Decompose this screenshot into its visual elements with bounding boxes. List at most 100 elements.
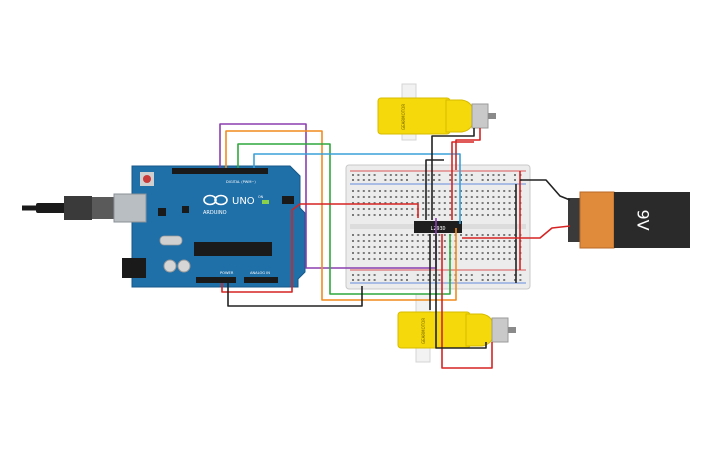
wire-top-motor-black[interactable]	[431, 128, 475, 220]
battery-9v[interactable]: 9V	[568, 191, 690, 249]
wire-black-gnd[interactable]	[227, 283, 363, 307]
breadboard-hole	[438, 179, 441, 181]
breadboard-hole	[487, 190, 489, 192]
breadboard-hole	[460, 274, 462, 276]
breadboard-hole	[373, 214, 376, 216]
breadboard-hole	[362, 274, 365, 276]
wire-red-5v[interactable]	[221, 203, 419, 293]
breadboard-hole	[416, 279, 419, 281]
breadboard-hole	[465, 196, 468, 198]
breadboard-hole	[492, 202, 495, 204]
breadboard-hole	[368, 274, 371, 276]
breadboard-hole	[395, 240, 398, 242]
breadboard-hole	[389, 208, 392, 210]
gearmotor-bottom[interactable]: GEARMOTOR	[397, 293, 516, 363]
motor-gearbox	[397, 311, 471, 349]
breadboard-holes	[352, 174, 522, 281]
motor-can	[471, 103, 489, 129]
breadboard-hole	[465, 190, 468, 192]
breadboard-hole	[465, 174, 468, 176]
breadboard-hole	[503, 174, 506, 176]
breadboard-hole	[470, 179, 473, 181]
breadboard-hole	[433, 208, 435, 210]
wire-top-motor-red2[interactable]	[451, 141, 474, 220]
breadboard-hole	[352, 246, 354, 248]
breadboard-hole	[379, 196, 381, 198]
breadboard-hole	[406, 258, 408, 260]
breadboard-hole	[487, 234, 489, 236]
breadboard-hole	[497, 258, 500, 260]
breadboard-hole	[389, 274, 392, 276]
breadboard-hole	[368, 258, 371, 260]
breadboard-hole	[416, 174, 419, 176]
breadboard-hole	[514, 252, 516, 254]
wire-green[interactable]	[237, 143, 451, 295]
wire-bottom-motor-red[interactable]	[441, 234, 493, 369]
breadboard-hole	[433, 279, 435, 281]
breadboard-hole	[373, 279, 376, 281]
capacitor	[177, 259, 191, 273]
breadboard-hole	[352, 196, 354, 198]
wire-battery-negative[interactable]	[520, 179, 571, 201]
breadboard-hole	[460, 196, 462, 198]
breadboard-hole	[460, 258, 462, 260]
breadboard-hole	[460, 190, 462, 192]
breadboard-hole	[389, 234, 392, 236]
breadboard-hole	[465, 246, 468, 248]
breadboard-hole	[454, 174, 457, 176]
breadboard-hole	[476, 252, 479, 254]
on-led-label: ON	[258, 195, 264, 199]
breadboard-hole	[487, 274, 489, 276]
breadboard-hole	[357, 190, 360, 192]
wire-top-motor-black2[interactable]	[425, 159, 444, 220]
breadboard-hole	[438, 174, 441, 176]
ic-body	[414, 221, 462, 233]
breadboard-hole	[373, 190, 376, 192]
wire-top-motor-red[interactable]	[455, 128, 481, 170]
breadboard-hole	[352, 214, 354, 216]
breadboard-hole	[470, 174, 473, 176]
breadboard-hole	[368, 240, 371, 242]
breadboard-hole	[497, 174, 500, 176]
wire-orange[interactable]	[225, 130, 457, 301]
breadboard-hole	[357, 240, 360, 242]
breadboard-hole	[384, 252, 387, 254]
breadboard-hole	[514, 234, 516, 236]
dc-power-jack	[122, 258, 146, 278]
breadboard-hole	[411, 214, 414, 216]
breadboard-hole	[368, 246, 371, 248]
breadboard-hole	[368, 196, 371, 198]
breadboard-hole	[481, 174, 484, 176]
breadboard-hole	[454, 214, 457, 216]
breadboard-hole	[373, 174, 376, 176]
breadboard-hole	[487, 196, 489, 198]
gearmotor-top[interactable]: GEARMOTOR	[377, 83, 496, 141]
breadboard-hole	[438, 234, 441, 236]
reset-button-cap	[143, 175, 151, 183]
wires	[219, 123, 571, 369]
breadboard-hole	[400, 196, 403, 198]
breadboard-hole	[514, 202, 516, 204]
breadboard-hole	[352, 274, 354, 276]
wire-blue[interactable]	[253, 153, 461, 224]
breadboard-hole	[514, 190, 516, 192]
breadboard-hole	[497, 274, 500, 276]
breadboard-hole	[481, 190, 484, 192]
breadboard-hole	[460, 240, 462, 242]
breadboard-hole	[362, 246, 365, 248]
analog-pins-label: ANALOG IN	[250, 271, 270, 275]
crystal-oscillator	[159, 235, 183, 246]
arduino-uno[interactable]: ARDUINO UNO DIGITAL (PWM~) POWER ANALOG …	[22, 165, 306, 288]
breadboard-hole	[352, 208, 354, 210]
breadboard-hole	[379, 234, 381, 236]
breadboard-hole	[362, 234, 365, 236]
breadboard-hole	[411, 202, 414, 204]
breadboard-hole	[443, 190, 446, 192]
wire-bottom-motor-black[interactable]	[435, 234, 487, 349]
wire-battery-positive[interactable]	[462, 225, 571, 239]
breadboard-hole	[352, 258, 354, 260]
battery-label: 9V	[634, 209, 653, 230]
battery-body	[614, 192, 690, 248]
breadboard-hole	[400, 214, 403, 216]
l293d-driver-ic[interactable]: L293D	[414, 221, 462, 233]
